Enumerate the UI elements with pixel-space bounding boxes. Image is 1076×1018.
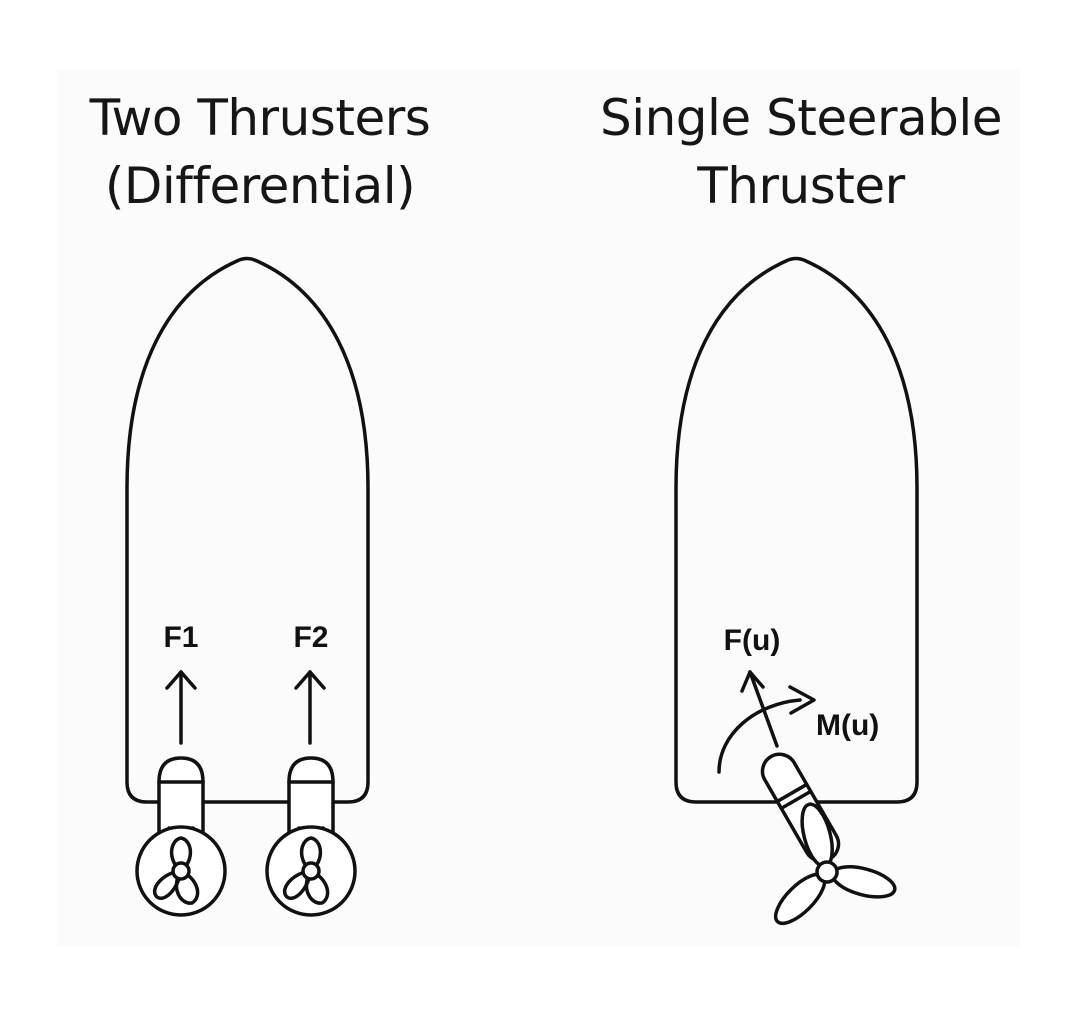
left-boat-hull: [125, 256, 370, 804]
left-thruster-2: [265, 756, 357, 917]
left-title-line-1: Two Thrusters: [89, 89, 431, 147]
right-title-line-2: Thruster: [697, 157, 905, 215]
f1-arrow: [165, 670, 197, 745]
left-thruster-1: [135, 756, 227, 917]
steerable-thruster: [760, 752, 897, 926]
propeller-icon: [773, 802, 897, 926]
right-title-line-1: Single Steerable: [599, 89, 1003, 147]
f2-label: F2: [293, 621, 328, 654]
propeller-icon: [152, 836, 200, 905]
force-arrow: [740, 670, 779, 748]
left-panel-title: Two Thrusters (Differential): [40, 84, 480, 220]
f1-label: F1: [163, 621, 198, 654]
right-boat-hull: [674, 256, 919, 804]
propeller-icon: [282, 836, 330, 905]
force-label: F(u): [724, 624, 781, 657]
left-title-line-2: (Differential): [104, 157, 416, 215]
f2-arrow: [294, 670, 326, 745]
right-panel-title: Single Steerable Thruster: [576, 84, 1026, 220]
diagram-background: [58, 70, 1020, 946]
moment-arc: [717, 685, 816, 774]
moment-label: M(u): [816, 709, 879, 742]
